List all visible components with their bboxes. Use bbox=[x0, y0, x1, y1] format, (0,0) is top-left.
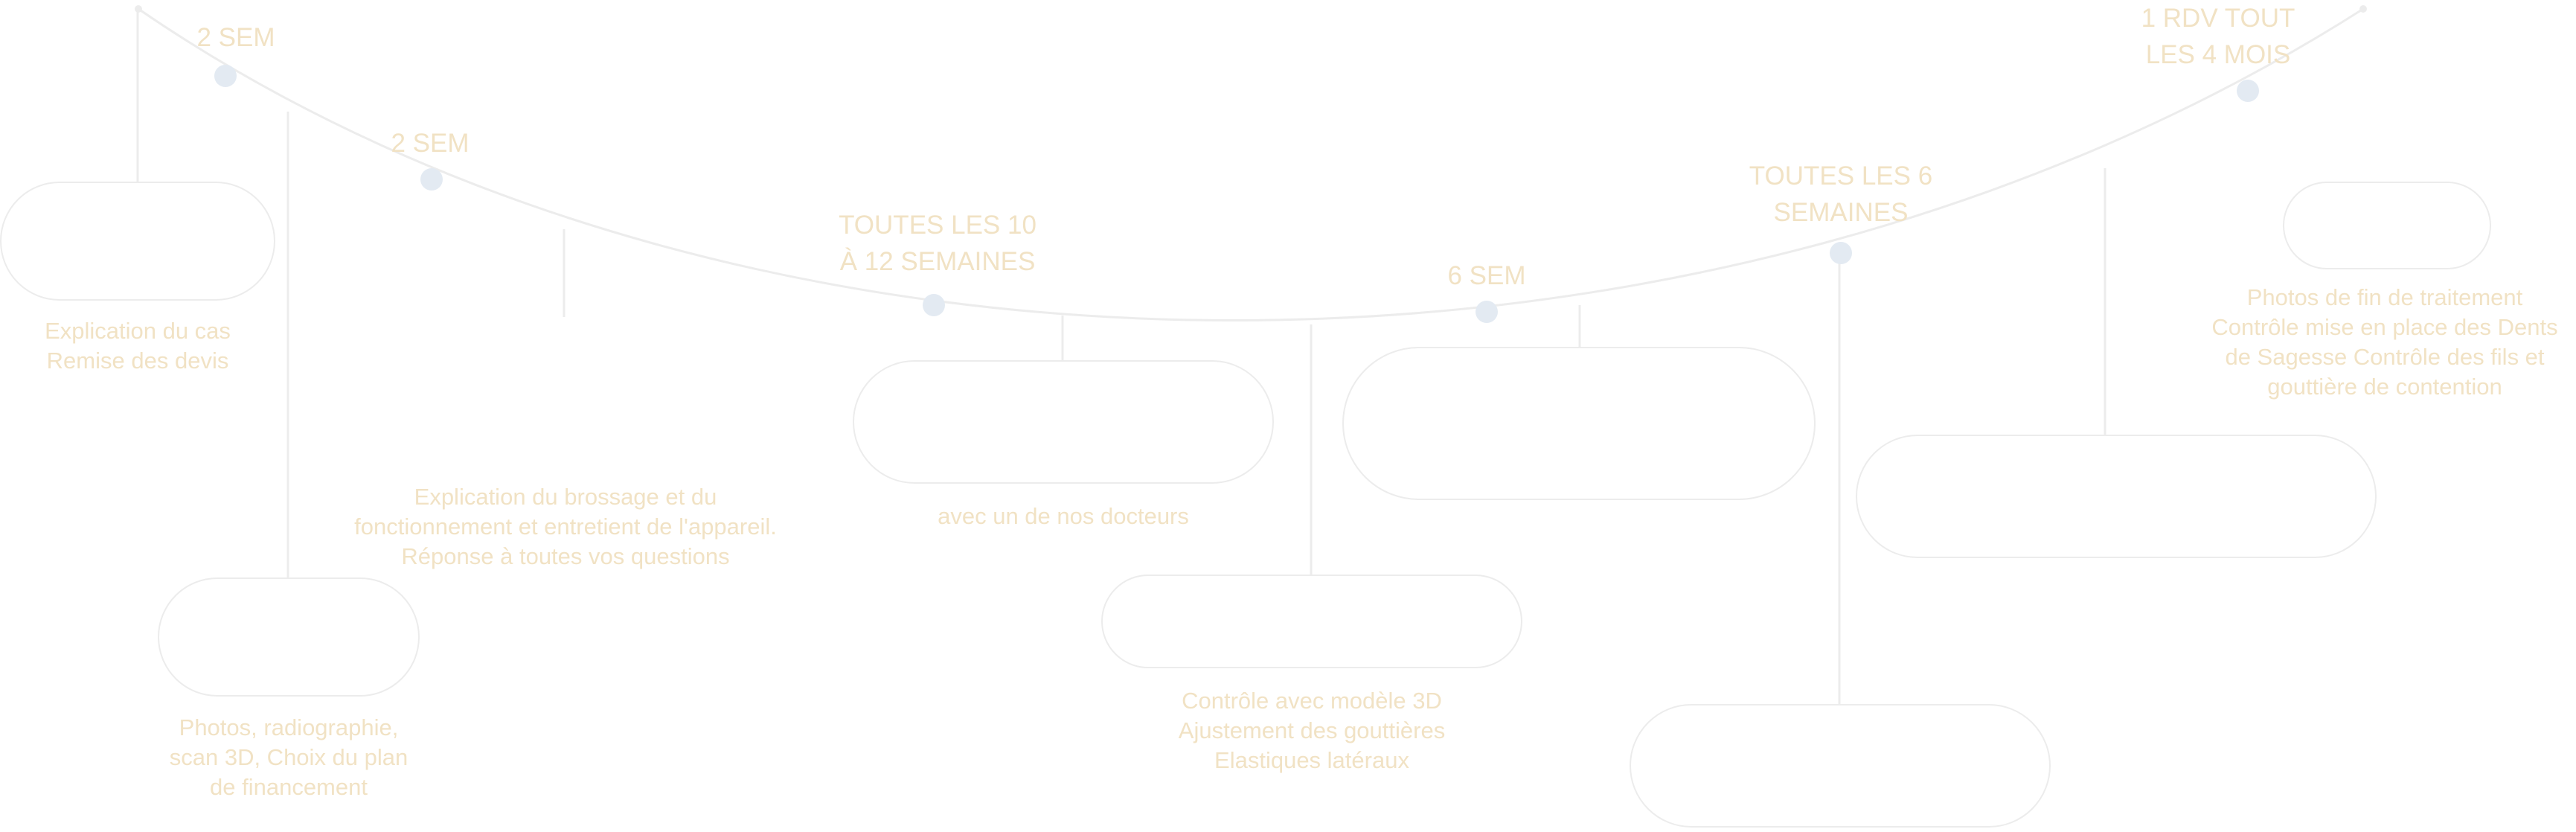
interval-label: 1 RDV TOUT LES 4 MOIS bbox=[2095, 0, 2341, 73]
connector-lines bbox=[136, 11, 2106, 704]
step-card bbox=[0, 182, 275, 301]
step-card bbox=[1630, 704, 2051, 828]
step-description: Photos, radiographie, scan 3D, Choix du … bbox=[140, 713, 438, 802]
step-description-line: de financement bbox=[210, 774, 368, 800]
step-card bbox=[2283, 182, 2491, 269]
milestone-dot bbox=[214, 65, 237, 87]
step-description-line: Contrôle avec modèle 3D bbox=[1182, 688, 1442, 714]
milestone-dot bbox=[1476, 301, 1498, 323]
milestone-dot bbox=[2237, 80, 2259, 102]
step-card bbox=[853, 360, 1274, 484]
step-description-line: Photos de fin de traitement bbox=[2246, 284, 2523, 310]
interval-label-line: TOUTES LES 6 bbox=[1749, 161, 1933, 191]
step-description-line: de Sagesse Contrôle des fils et bbox=[2225, 344, 2545, 370]
step-card bbox=[1342, 347, 1816, 500]
milestone-dot bbox=[1830, 242, 1852, 264]
step-description-line: avec un de nos docteurs bbox=[938, 503, 1189, 529]
step-description: Explication du cas Remise des devis bbox=[0, 316, 275, 376]
interval-label: TOUTES LES 6 SEMAINES bbox=[1707, 158, 1975, 231]
step-description: avec un de nos docteurs bbox=[853, 502, 1274, 531]
timeline-curve bbox=[138, 7, 2364, 321]
step-description-line: Contrôle mise en place des Dents bbox=[2211, 314, 2558, 340]
interval-label-line: 2 SEM bbox=[196, 23, 275, 52]
step-description-line: Photos, radiographie, bbox=[179, 714, 399, 740]
interval-label-line: 1 RDV TOUT bbox=[2141, 4, 2295, 33]
milestone-dots bbox=[214, 65, 2259, 323]
interval-label-line: À 12 SEMAINES bbox=[839, 247, 1036, 276]
interval-label-line: 2 SEM bbox=[391, 129, 470, 158]
step-card bbox=[1856, 435, 2377, 558]
step-description-line: Réponse à toutes vos questions bbox=[401, 543, 730, 569]
interval-label: 6 SEM bbox=[1412, 257, 1561, 294]
step-description: Photos de fin de traitement Contrôle mis… bbox=[2188, 283, 2576, 402]
step-description: Explication du brossage et du fonctionne… bbox=[327, 482, 804, 572]
step-description-line: scan 3D, Choix du plan bbox=[169, 744, 408, 770]
step-description-line: Explication du brossage et du bbox=[414, 484, 717, 510]
timeline-end-dot bbox=[2359, 5, 2367, 13]
step-description-line: Remise des devis bbox=[46, 348, 229, 374]
step-description: Contrôle avec modèle 3D Ajustement des g… bbox=[1089, 686, 1535, 775]
interval-label-line: LES 4 MOIS bbox=[2145, 40, 2291, 69]
interval-label: TOUTES LES 10 À 12 SEMAINES bbox=[804, 207, 1071, 280]
step-description-line: Ajustement des gouttières bbox=[1178, 717, 1446, 743]
interval-label-line: TOUTES LES 10 bbox=[839, 211, 1037, 240]
step-description-line: gouttière de contention bbox=[2267, 374, 2502, 400]
interval-label: 2 SEM bbox=[356, 125, 504, 161]
milestone-dot bbox=[923, 294, 945, 316]
milestone-dot bbox=[420, 168, 443, 191]
interval-label: 2 SEM bbox=[161, 19, 310, 56]
interval-label-line: 6 SEM bbox=[1447, 261, 1526, 290]
step-description-line: Explication du cas bbox=[45, 318, 231, 344]
step-description-line: fonctionnement et entretient de l'appare… bbox=[354, 513, 777, 540]
step-card bbox=[158, 577, 420, 697]
timeline-start-dot bbox=[135, 5, 142, 13]
interval-label-line: SEMAINES bbox=[1773, 198, 1909, 227]
step-description-line: Elastiques latéraux bbox=[1214, 747, 1409, 773]
step-card bbox=[1101, 575, 1522, 668]
